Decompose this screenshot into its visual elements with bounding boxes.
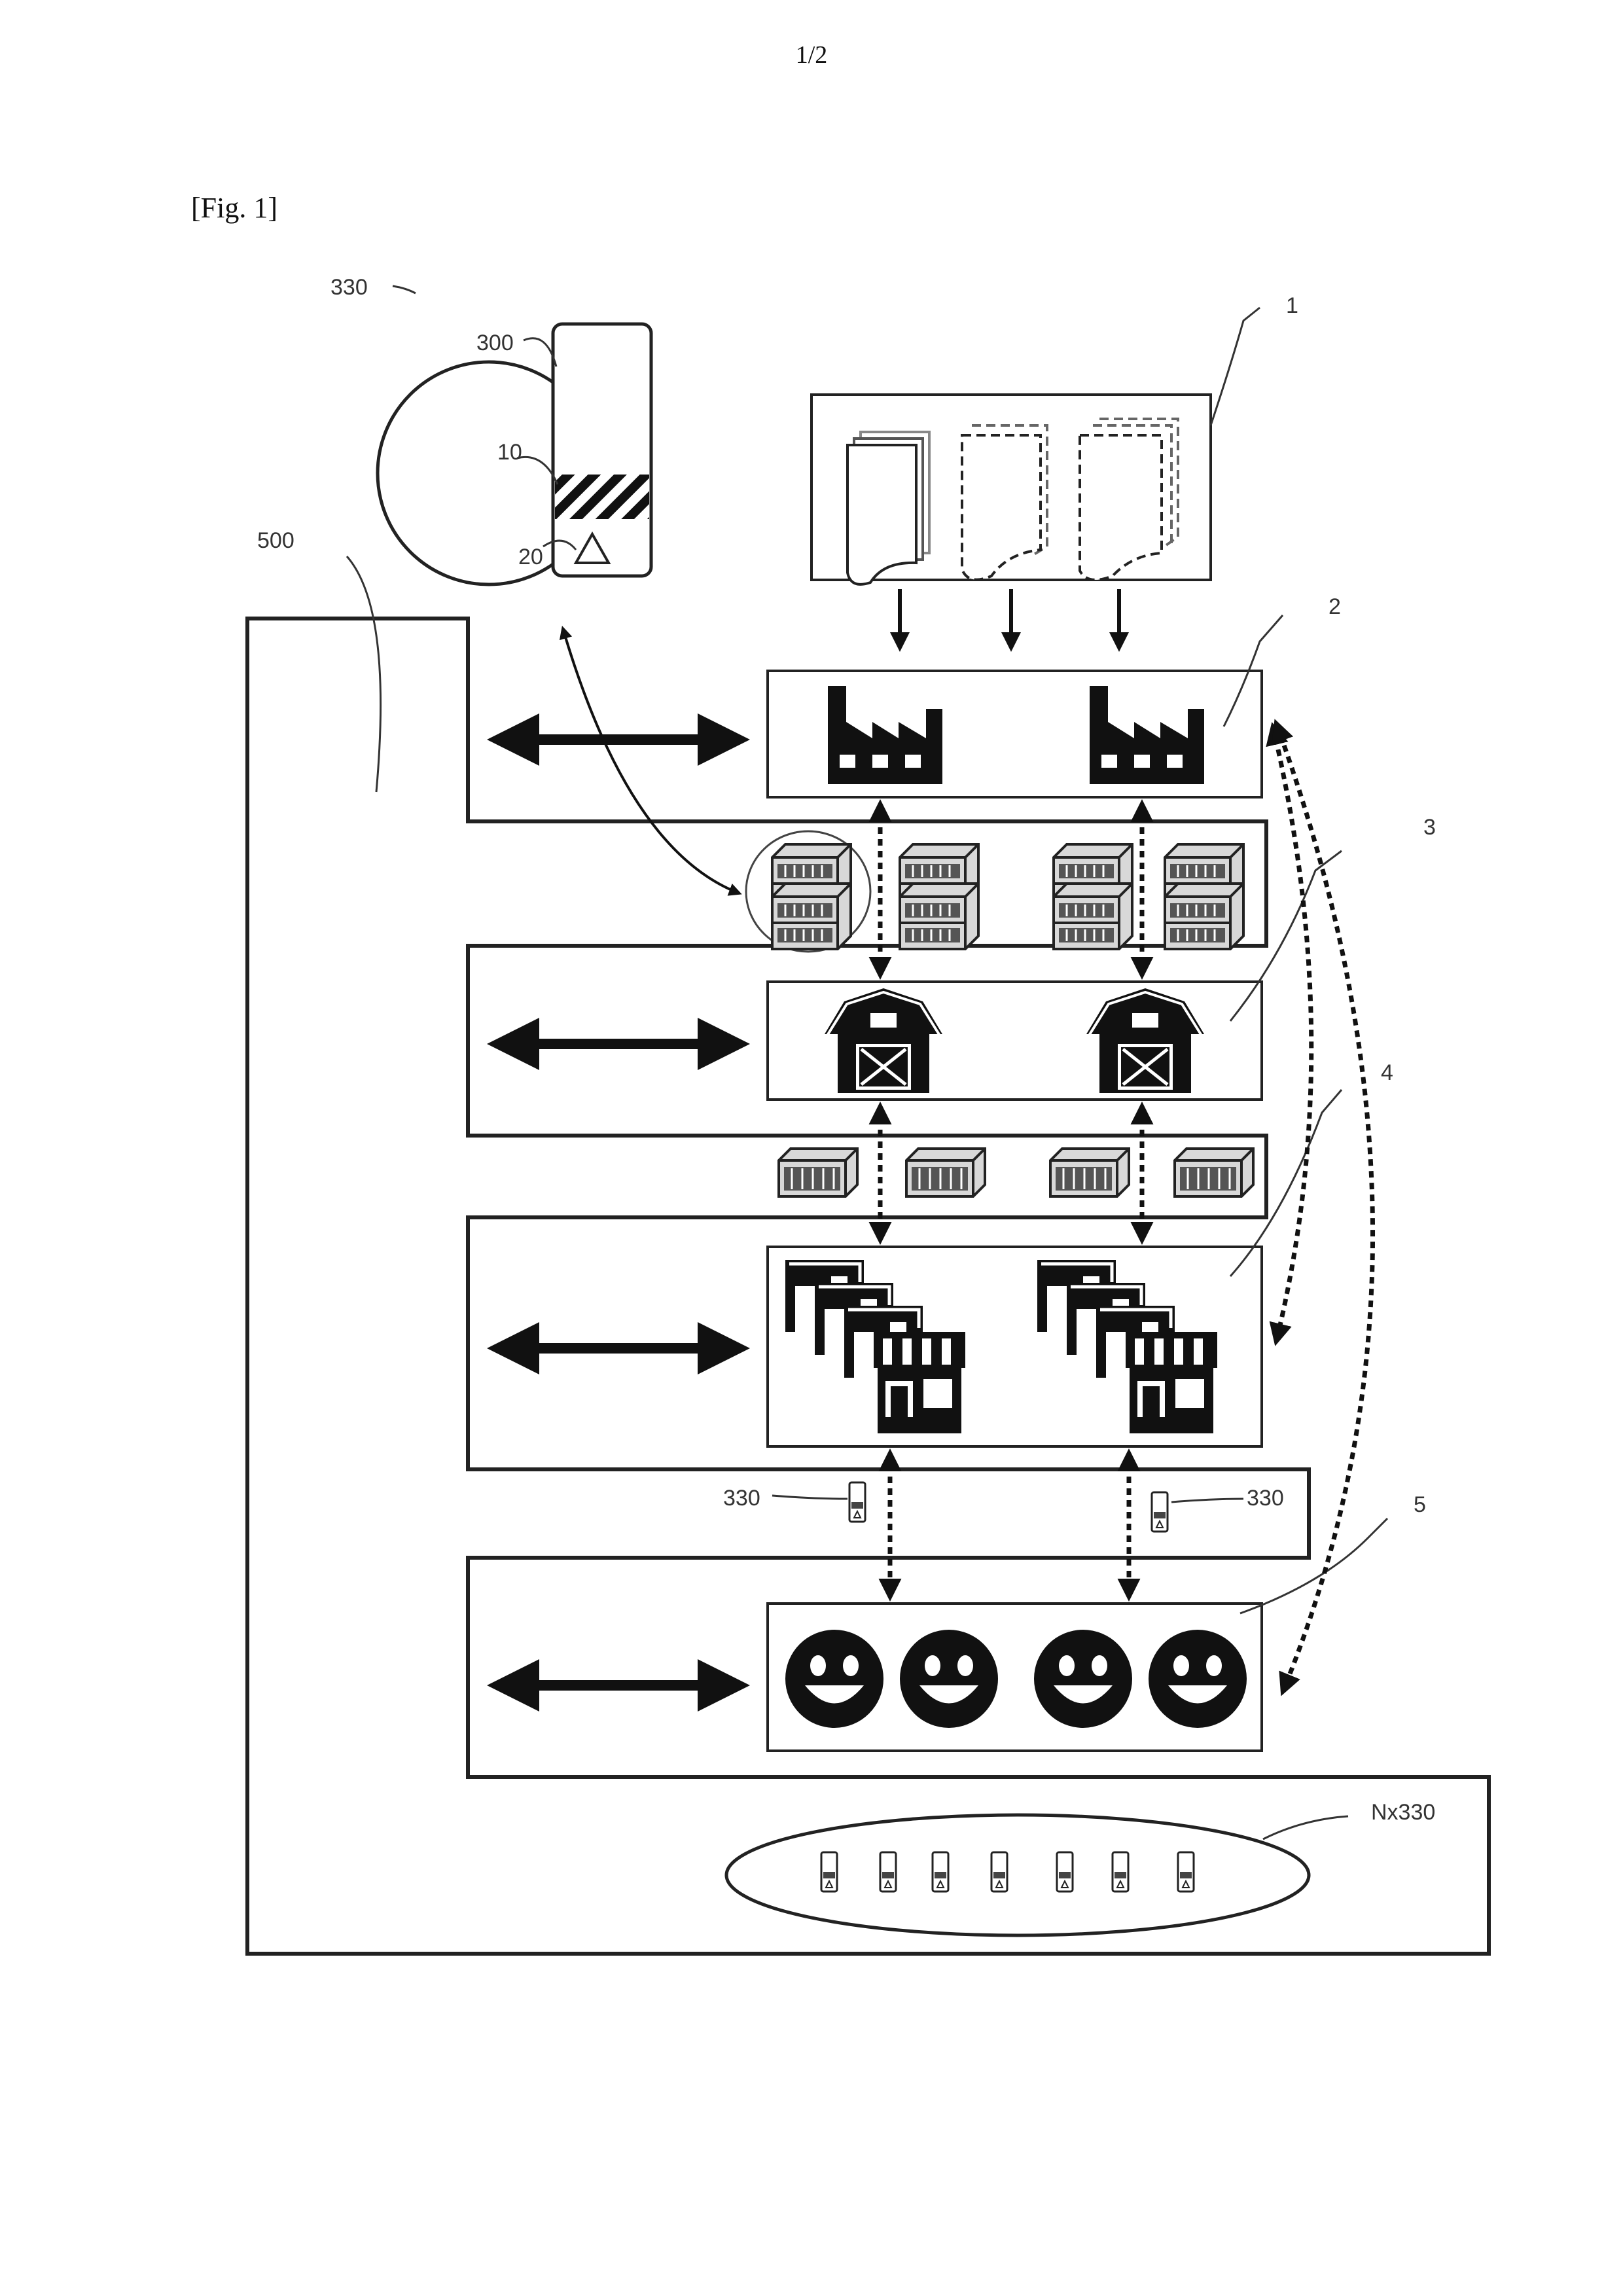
crate-flat-2 xyxy=(906,1149,985,1196)
consumer-icon-3 xyxy=(1034,1630,1132,1728)
item-label-card xyxy=(553,324,651,576)
item-group-ellipse xyxy=(726,1815,1309,1935)
crate-stack-4b xyxy=(1165,884,1243,949)
ref-label-factory: 2 xyxy=(1329,594,1341,619)
ref-label-suppliers: 1 xyxy=(1286,293,1298,318)
ref-label-stores: 4 xyxy=(1381,1060,1393,1085)
ref-label-inset-code: 10 xyxy=(497,440,522,465)
crate-stack-1b xyxy=(772,884,851,949)
crate-stack-3b xyxy=(1054,884,1132,949)
ref-label-store-item-left: 330 xyxy=(723,1486,760,1511)
group-item-5 xyxy=(1057,1852,1073,1892)
ref-label-warehouse: 3 xyxy=(1423,815,1436,840)
crate-flat-1 xyxy=(779,1149,857,1196)
item-right xyxy=(1152,1492,1168,1532)
group-item-7 xyxy=(1178,1852,1194,1892)
consumer-icon-2 xyxy=(900,1630,998,1728)
link-factory-stores xyxy=(1273,726,1311,1342)
crate-flat-4 xyxy=(1175,1149,1253,1196)
ref-label-store-item-right: 330 xyxy=(1247,1486,1284,1511)
consumer-icon-4 xyxy=(1149,1630,1247,1728)
crate-flat-3 xyxy=(1050,1149,1129,1196)
group-item-3 xyxy=(933,1852,948,1892)
group-item-6 xyxy=(1113,1852,1128,1892)
ref-label-consumers: 5 xyxy=(1414,1492,1426,1517)
document-stack-1 xyxy=(847,432,929,584)
consumer-icon-1 xyxy=(785,1630,883,1728)
ref-label-item-group: Nx330 xyxy=(1371,1800,1435,1825)
crate-stack-2b xyxy=(900,884,978,949)
group-item-4 xyxy=(991,1852,1007,1892)
ref-label-inset-circle: 330 xyxy=(330,275,368,300)
group-item-2 xyxy=(880,1852,896,1892)
inset-link-arrow xyxy=(563,628,740,893)
hatched-code-area xyxy=(555,475,649,519)
group-item-1 xyxy=(821,1852,837,1892)
ref-label-system: 500 xyxy=(257,528,294,553)
ref-label-inset-label: 300 xyxy=(476,331,514,355)
ref-label-inset-symbol: 20 xyxy=(518,545,543,569)
item-left xyxy=(849,1482,865,1522)
